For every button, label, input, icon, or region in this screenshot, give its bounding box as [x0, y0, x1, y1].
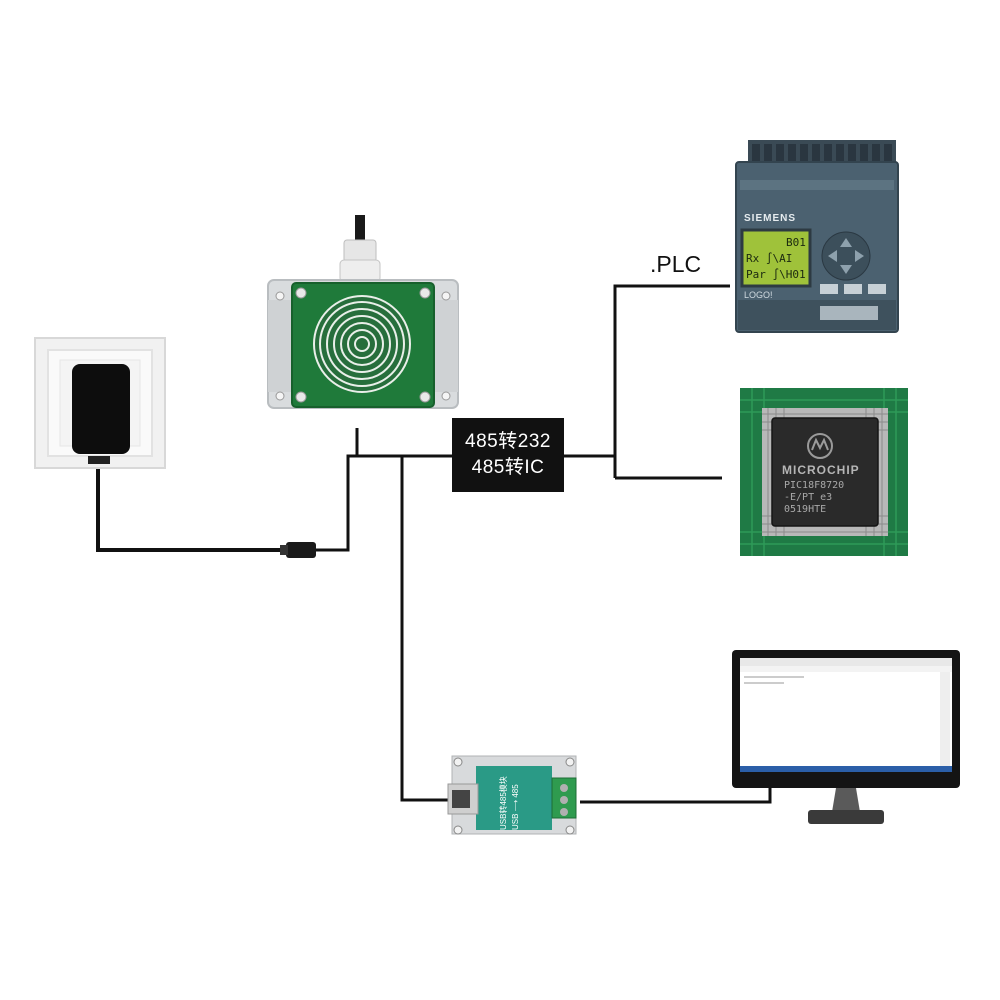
converter-line-2: 485转IC [471, 457, 545, 478]
chip-brand-text: MICROCHIP [782, 463, 860, 477]
chip-part-line-3: 0519HTE [784, 504, 826, 515]
usb-module-subtitle: USB ⟶ 485 [511, 784, 520, 830]
chip-part-line-1: PIC18F8720 [784, 480, 844, 491]
computer-monitor [732, 650, 960, 824]
usb-485-module [447, 755, 577, 835]
microcontroller-chip [740, 388, 908, 556]
plc-screen-line-2: Rx ∫\AI [746, 252, 792, 265]
power-cable [96, 462, 288, 552]
rain-sensor [267, 215, 459, 409]
rs485-converter-box: 485转232 485转IC [452, 418, 564, 492]
plc-screen-line-3: Par ∫\H01 [746, 268, 806, 281]
usb-module-title: USB转485模块 [498, 776, 508, 830]
wires [96, 284, 772, 804]
power-adapter [34, 337, 166, 469]
plc-wire [613, 284, 730, 478]
chip-part-line-2: -E/PT e3 [784, 492, 832, 503]
usb-bus-wire [400, 456, 448, 802]
cable-connector [280, 542, 316, 558]
plc-label: .PLC [650, 251, 702, 277]
plc-screen-line-1: B01 [786, 236, 806, 249]
power-cable-to-sensor [314, 454, 452, 552]
plc-brand-text: SIEMENS [744, 213, 796, 224]
converter-line-1: 485转232 [465, 431, 551, 452]
monitor-wire [580, 788, 772, 804]
plc-device [735, 140, 899, 333]
plc-model-text: LOGO! [744, 290, 773, 300]
